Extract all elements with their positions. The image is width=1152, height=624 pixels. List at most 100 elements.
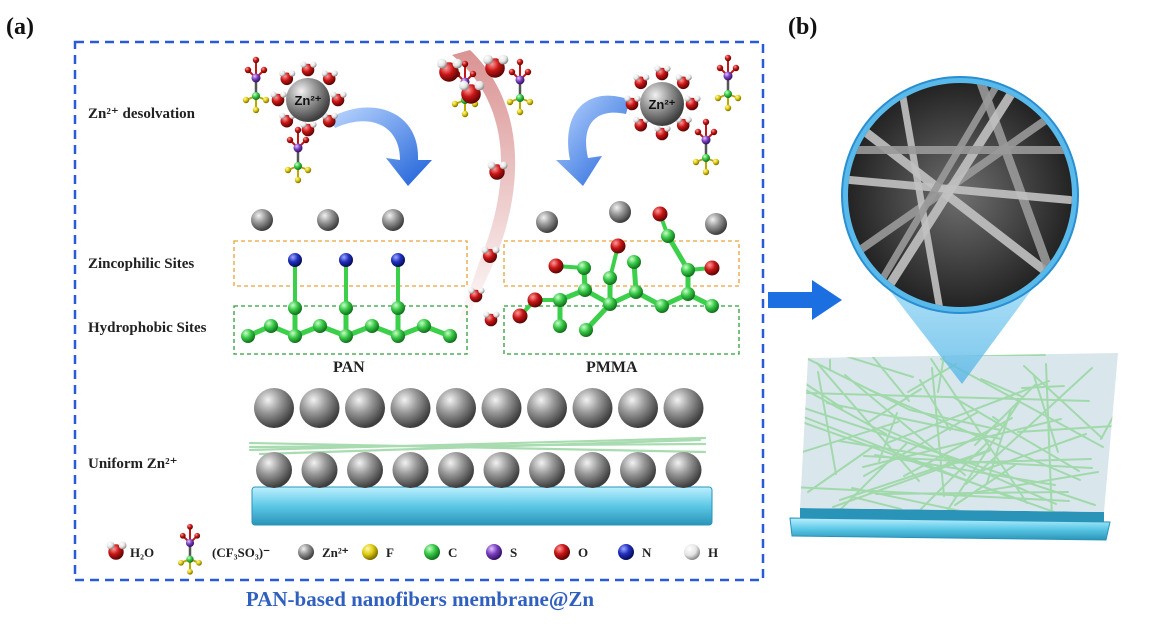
panel-label-a: (a): [6, 14, 34, 40]
label-zincophilic-sites: Zincophilic Sites: [88, 256, 194, 272]
zn-atom: [436, 388, 476, 428]
hydrogen-atom: [331, 70, 338, 77]
fluorine-atom: [714, 94, 722, 102]
legend-label-f: F: [386, 545, 394, 560]
hydrogen-atom: [474, 80, 485, 91]
oxygen-atom: [732, 64, 740, 72]
fiber: [872, 356, 910, 402]
water-molecule: [654, 65, 671, 81]
hydrogen-atom: [452, 58, 463, 69]
legend-item-h: H: [684, 544, 718, 560]
zn-atom: [438, 452, 474, 488]
water-molecule: [459, 80, 485, 104]
water-molecule: [279, 70, 296, 86]
carbon-atom: [702, 154, 710, 162]
fluorine-atom: [304, 166, 312, 174]
zn-legend-symbol: [298, 544, 314, 560]
fluorine-atom: [451, 100, 459, 108]
fiber: [974, 384, 1036, 446]
carbon-atom: [579, 323, 593, 337]
zn-atom: [299, 388, 340, 428]
carbon-atom: [577, 261, 591, 275]
hydrogen-atom: [493, 311, 500, 318]
desolvation-arrow-left: [330, 107, 432, 186]
water-molecule: [321, 112, 338, 128]
zn-deposition-layer: [254, 388, 704, 488]
carbon-atom: [627, 255, 641, 269]
oxygen-atom: [704, 260, 720, 276]
zn-ion: [536, 211, 558, 233]
panel-a-frame: [73, 40, 765, 582]
triflate-anion: [506, 58, 534, 116]
zn-ion: [317, 209, 339, 231]
oxygen-atom: [694, 128, 702, 136]
legend-item-triflate: (CF₃SO₃)⁻: [178, 523, 270, 575]
oxygen-atom: [294, 126, 302, 134]
oxygen-atom: [508, 68, 516, 76]
zn-atom: [256, 452, 292, 488]
fiber: [977, 433, 1087, 473]
zn-ion: [609, 201, 631, 223]
zn-ion: [286, 78, 330, 122]
oxygen-atom: [716, 64, 724, 72]
oxygen-atom: [187, 523, 193, 530]
fluorine-atom: [461, 110, 469, 118]
fluorine-atom: [178, 559, 184, 566]
zn-ion: [251, 209, 273, 231]
hydrogen-atom: [483, 311, 490, 318]
water-molecule: [483, 311, 500, 327]
legend-item-zn: Zn²⁺: [298, 544, 349, 560]
carbon-atom: [391, 301, 405, 315]
fiber: [862, 418, 1062, 468]
water-molecule: [300, 61, 317, 77]
water-molecule: [684, 95, 701, 111]
carbon-atom: [288, 329, 302, 343]
hydrophobic-box-pmma: [503, 305, 740, 355]
fluorine-atom: [187, 568, 193, 575]
oxygen-atom: [527, 292, 543, 308]
fluorine-atom: [692, 158, 700, 166]
hydrogen-atom: [330, 91, 337, 98]
carbon-atom: [313, 319, 327, 333]
sulfur-atom: [515, 75, 525, 85]
hydrogen-atom: [478, 287, 485, 294]
zn-atom: [301, 452, 338, 488]
fiber: [986, 408, 1012, 484]
legend-label-zn: Zn²⁺: [322, 545, 349, 560]
fiber: [1023, 365, 1103, 439]
water-molecule: [675, 74, 692, 90]
label-zn-desolvation: Zn²⁺ desolvation: [88, 106, 196, 122]
carbon-atom: [294, 162, 302, 170]
hydrogen-atom: [633, 116, 640, 123]
zn-atom: [527, 388, 567, 428]
water-molecule: [468, 287, 485, 303]
fiber: [866, 388, 922, 424]
water-molecule: [437, 58, 463, 82]
carbon-atom: [365, 319, 379, 333]
hydrogen-atom: [310, 121, 317, 128]
sem-fiber: [896, 83, 944, 307]
desolvation-arrow-right: [556, 95, 630, 186]
fiber: [980, 378, 1024, 398]
carbon-atom: [288, 301, 302, 315]
hydrogen-atom: [685, 116, 692, 123]
fiber: [852, 496, 902, 510]
carbon-atom: [681, 263, 695, 277]
carbon-atom: [724, 90, 732, 98]
fluorine-atom: [506, 98, 514, 106]
carbon-atom: [417, 319, 431, 333]
hydrogen-atom: [340, 91, 347, 98]
zn-ion: [640, 82, 684, 126]
sem-fiber: [866, 83, 1004, 304]
hydrogen-atom: [624, 95, 631, 102]
fluorine-atom: [724, 104, 732, 112]
oxygen-atom: [548, 258, 564, 274]
sulfur-atom: [251, 73, 261, 83]
oxygen-atom: [302, 136, 310, 144]
hydrogen-atom: [675, 74, 682, 81]
fiber: [930, 358, 1028, 504]
zincophilic-box-pan: [233, 240, 468, 287]
hydrogen-atom: [487, 161, 496, 170]
triflate-anion: [178, 523, 202, 575]
legend-label-h2o: H₂O: [130, 545, 154, 560]
